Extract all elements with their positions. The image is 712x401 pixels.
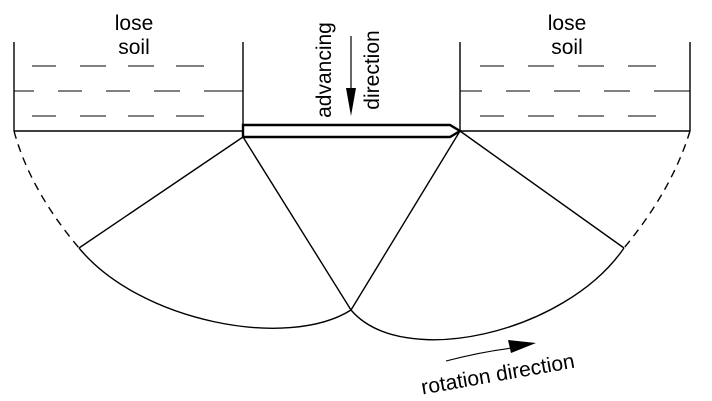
right-center-slip-line [350,130,461,311]
left-soil-box [13,42,244,131]
rotation-arrow-head [508,340,536,353]
left-center-slip-line [242,136,352,311]
failure-surfaces [13,130,691,341]
blade-plate [241,123,463,139]
right-slip-line [459,130,625,249]
rotation-arrow [445,340,536,362]
right-soil-label-line1: lose [548,12,587,35]
advancing-arrow-head [346,88,356,116]
advancing-label: advancing [313,22,336,118]
left-dashed-arc [13,130,80,249]
advancing-arrow [346,36,356,116]
right-soil-label-line2: soil [551,36,583,59]
direction-label: direction [361,30,384,109]
left-spiral-arc [78,247,352,329]
right-dashed-arc [623,130,691,249]
right-dash-lines [460,65,690,117]
left-dash-lines [14,65,243,117]
left-soil-label-line2: soil [118,36,150,59]
rotation-arrow-shaft [445,347,513,362]
right-soil-box [459,42,691,131]
rotation-direction-label: rotation direction [419,350,576,400]
left-slip-line [78,136,244,249]
right-spiral-arc [350,247,625,341]
left-soil-label-line1: lose [115,12,154,35]
